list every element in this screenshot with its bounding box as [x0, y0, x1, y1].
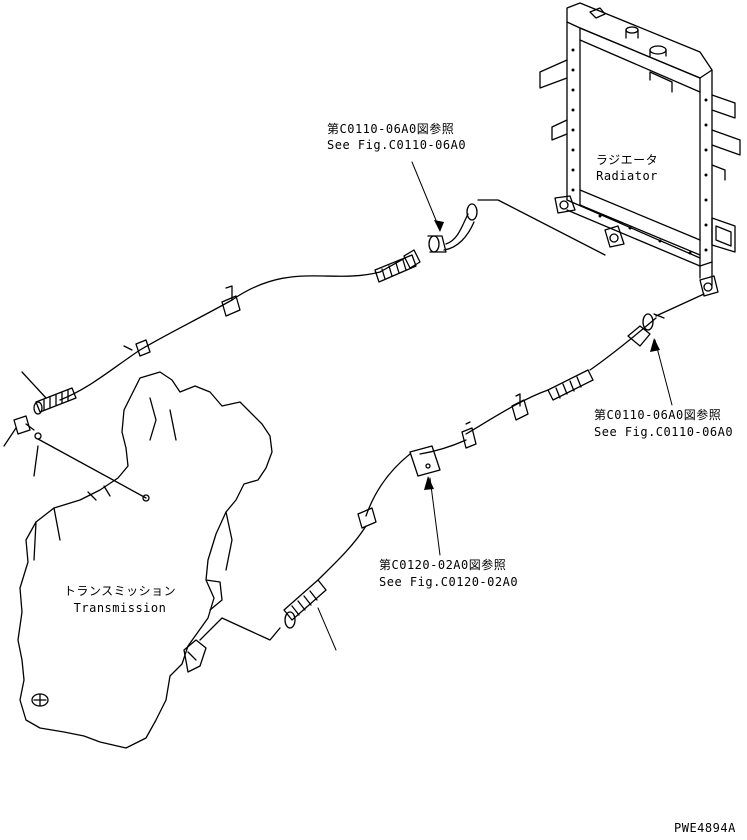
upper-hose [33, 199, 606, 415]
radiator [539, 2, 741, 297]
ref-label-mid-jp: 第C0120-02A0図参照 [379, 558, 507, 572]
transmission [17, 371, 273, 749]
drawing-number: PWE4894A [674, 821, 736, 835]
radiator-label-jp: ラジエータ [595, 153, 659, 167]
lower-hose [199, 293, 705, 641]
radiator-label-en: Radiator [596, 169, 658, 183]
arrowheads [424, 220, 660, 490]
ref-label-right-en: See Fig.C0110-06A0 [594, 425, 734, 439]
radiator-rivets [571, 48, 708, 255]
ref-label-right-jp: 第C0110-06A0図参照 [594, 408, 722, 422]
elbow-fitting-left [3, 371, 147, 499]
transmission-label-en: Transmission [73, 601, 167, 615]
ref-label-top-jp: 第C0110-06A0図参照 [327, 122, 455, 136]
leader-lines [317, 161, 673, 651]
transmission-label-jp: トランスミッション [63, 584, 177, 598]
ref-label-top-en: See Fig.C0110-06A0 [327, 138, 467, 152]
ref-label-mid-en: See Fig.C0120-02A0 [379, 575, 519, 589]
